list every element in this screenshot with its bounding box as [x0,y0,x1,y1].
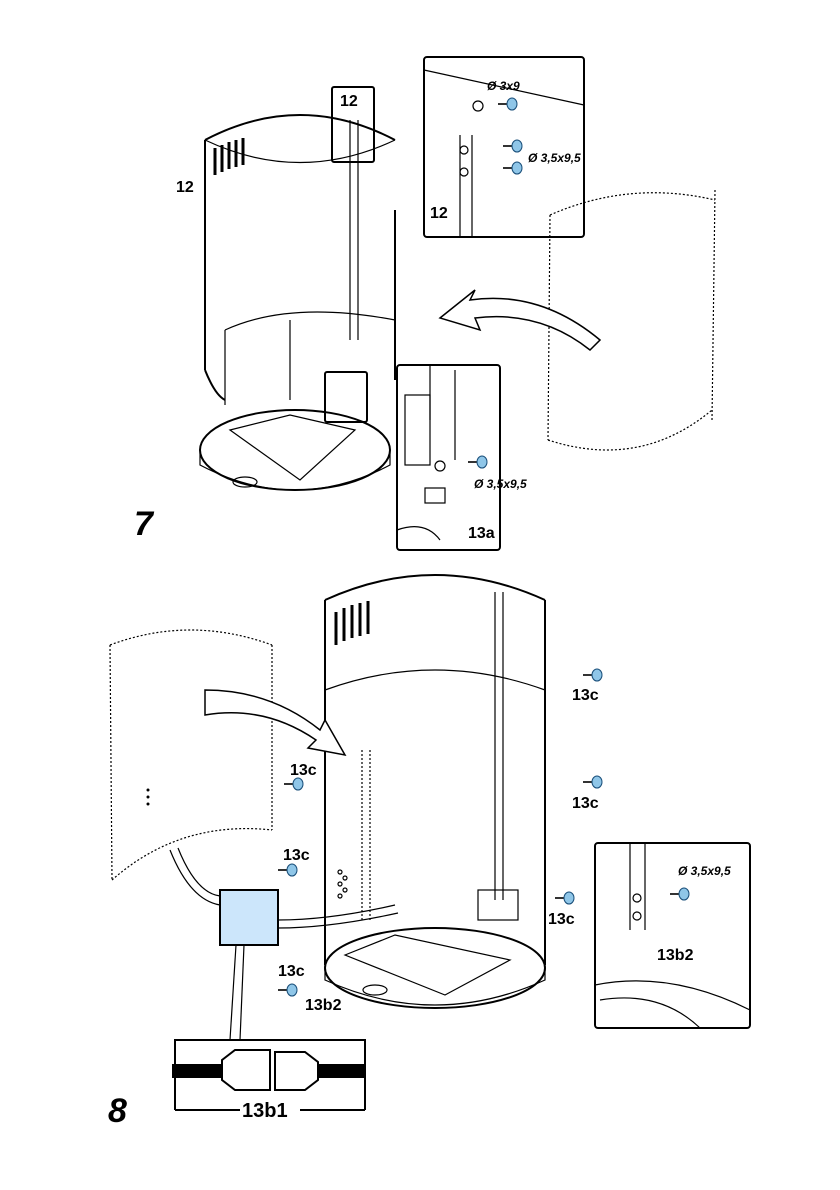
label-13b2-main: 13b2 [305,997,342,1014]
screw-size-35x95-13a: Ø 3,5x9,5 [474,477,527,491]
label-13c-2: 13c [572,795,599,812]
label-detail-top-12: 12 [340,93,358,110]
screw-13c-upper-right [583,669,602,681]
screw-size-35x95-top: Ø 3,5x9,5 [528,151,581,165]
vent-grille-step8 [336,601,368,645]
step-number-7: 7 [134,505,155,543]
step8-dotted-cover [110,630,272,880]
screw-13c-lower-right [555,892,574,904]
buttons-panel [338,870,347,898]
label-13c-5: 13c [283,847,310,864]
screw-13b2 [278,984,297,996]
connector-box [220,890,278,945]
step7-arrow-icon [440,290,600,350]
step7-hood-assembly [200,87,395,490]
label-13c-1: 13c [572,687,599,704]
vent-grille [215,138,243,175]
screw-size-3x9: Ø 3x9 [487,79,520,93]
power-cable [170,848,398,1040]
screw-13c-upper-left [284,778,303,790]
label-13c-3: 13c [548,911,575,928]
label-13b1: 13b1 [242,1100,288,1122]
step8-hood-assembly [325,575,545,1008]
label-13c-4: 13c [290,762,317,779]
label-detail-inner-12: 12 [430,205,448,222]
screw-13c-mid-left [278,864,297,876]
label-13c-6: 13c [278,963,305,980]
label-13a: 13a [468,525,495,542]
step-number-8: 8 [108,1092,127,1130]
label-13b2-detail: 13b2 [657,947,694,964]
label-chimney-12: 12 [176,179,194,196]
screw-size-35x95-13b2: Ø 3,5x9,5 [678,864,731,878]
screw-13c-mid-right [583,776,602,788]
step7-detail-13a [397,365,500,550]
